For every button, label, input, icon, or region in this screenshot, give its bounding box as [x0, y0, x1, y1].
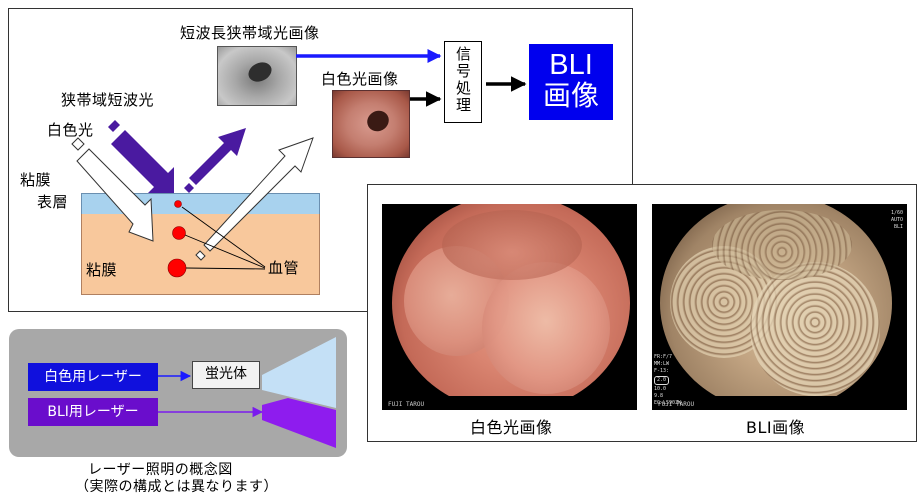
- side-info-line: FR:F/7: [654, 354, 673, 360]
- white-light-label: 白色光: [47, 121, 94, 139]
- bli-image-box: BLI 画像: [529, 44, 613, 120]
- side-info-line: MM:LW: [654, 361, 670, 367]
- left-image-footer: FUJI TAROU: [388, 401, 425, 408]
- zoom-badge: 2.0: [654, 376, 670, 385]
- white-output-beam: [262, 337, 336, 408]
- bli-image-caption: BLI画像: [746, 418, 806, 437]
- vessel-leader-2: [184, 234, 266, 269]
- top-info-line: 1/60: [890, 210, 903, 216]
- bli-output-beam: [262, 398, 336, 448]
- narrowband-reflected-arrow: [184, 128, 246, 193]
- white-light-endoscopy-image: FUJI TAROU: [382, 204, 637, 410]
- bli-endoscopy-image: FUJI TAROU FR:F/7 MM:LW F-13: 2.0 10.0 9…: [652, 204, 907, 410]
- vessel-leader-1: [181, 206, 266, 268]
- white-light-reflected-arrow: [195, 137, 314, 261]
- side-info-line: 9.8: [654, 393, 664, 399]
- narrowband-image-label: 短波長狭帯域光画像: [180, 24, 320, 42]
- narrowband-light-label: 狭帯域短波光: [61, 91, 155, 109]
- mucosa-surface-label-line2: 表層: [37, 193, 69, 211]
- white-light-thumbnail: [332, 90, 410, 158]
- white-light-image-caption: 白色光画像: [470, 418, 553, 437]
- right-image-footer: FUJI TAROU: [658, 401, 695, 408]
- mucosa-surface-label-line1: 粘膜: [20, 171, 52, 189]
- vessel-medium: [172, 226, 186, 240]
- side-info-line: EG-L590ZW: [654, 400, 682, 406]
- laser-caption-line1: レーザー照明の概念図: [88, 462, 233, 478]
- signal-processing-label: 信号処理: [454, 46, 472, 114]
- top-info-line: BLI: [893, 224, 903, 230]
- signal-processing-box: 信号処理: [444, 41, 482, 123]
- top-info-line: AUTO: [890, 217, 903, 223]
- mucosa-label: 粘膜: [86, 261, 118, 279]
- blood-vessel-label: 血管: [268, 259, 300, 277]
- bli-laser-box: BLI用レーザー: [28, 398, 158, 426]
- bli-image-box-line2: 画像: [542, 79, 599, 112]
- vessel-small: [174, 200, 182, 208]
- narrowband-thumbnail: [217, 46, 297, 106]
- bli-image-box-line1: BLI: [549, 49, 593, 81]
- right-top-info: 1/60 AUTO BLI: [891, 210, 903, 231]
- phosphor-box: 蛍光体: [192, 361, 260, 389]
- vessel-leader-3: [185, 267, 266, 270]
- side-info-line: F-13:: [654, 368, 670, 374]
- right-side-info: FR:F/7 MM:LW F-13: 2.0 10.0 9.8 EG-L590Z…: [654, 354, 681, 407]
- side-info-line: 10.0: [654, 386, 667, 392]
- narrowband-incoming-arrow: [108, 120, 174, 193]
- laser-caption-line2: （実際の構成とは異なります）: [75, 479, 278, 495]
- white-light-incoming-arrow: [71, 137, 154, 242]
- white-light-image-label: 白色光画像: [321, 70, 399, 88]
- white-laser-box: 白色用レーザー: [28, 363, 158, 391]
